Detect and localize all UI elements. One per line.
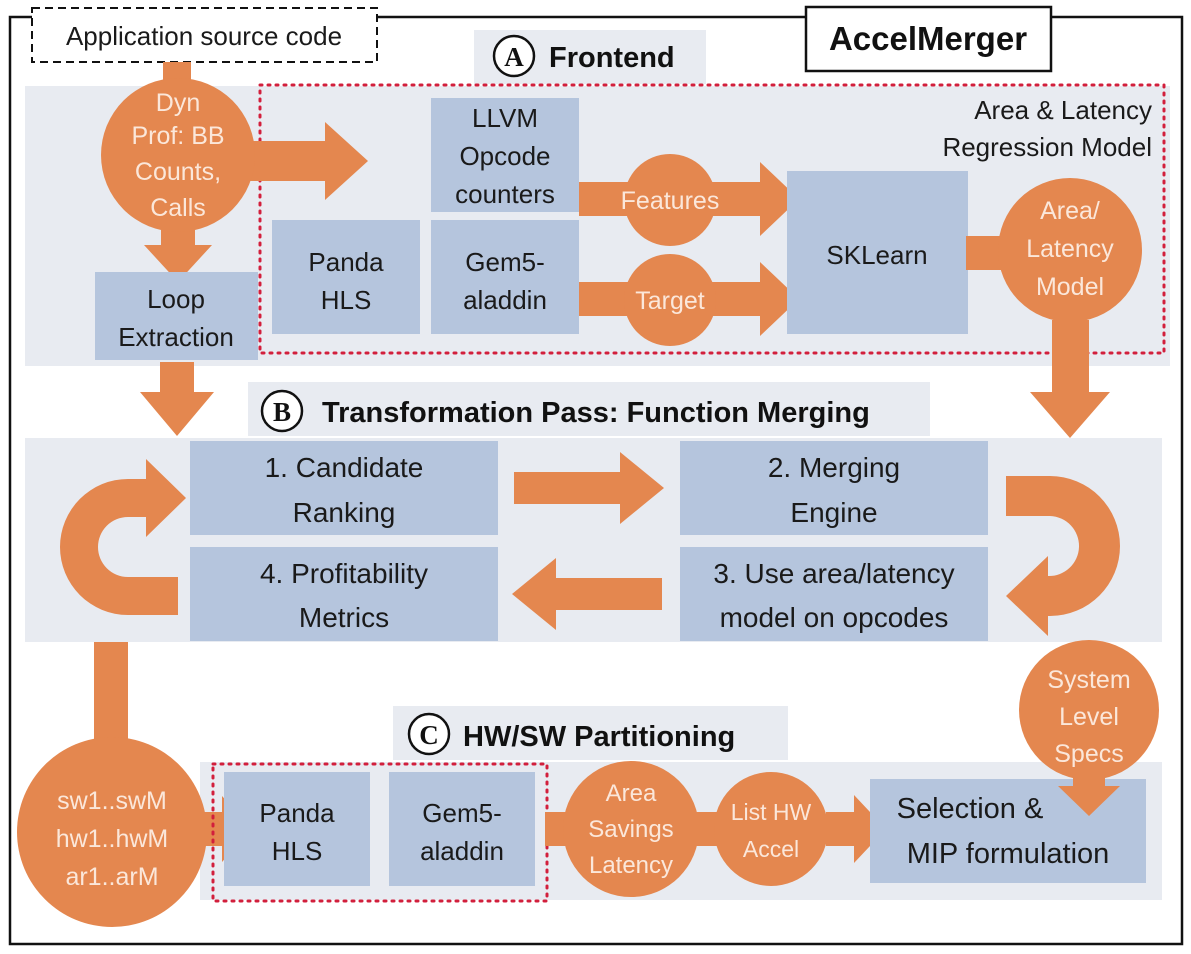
loop-extraction-line2: Extraction [118,322,234,352]
variants-line1: sw1..swM [57,787,167,815]
arrow-step3-to-step4 [512,558,662,630]
sklearn-label: SKLearn [826,240,927,270]
arrow-step1-to-step2 [514,452,664,524]
step2-line1: 2. Merging [768,452,900,483]
step2-line2: Engine [790,497,877,528]
sklearn-box: SKLearn [787,171,968,334]
dyn-prof-line1: Dyn [156,89,200,117]
accelmerger-title: AccelMerger [829,20,1027,57]
arrow-model-to-transform [1030,320,1110,438]
arrow-loop-to-transform [140,362,214,436]
target-label: Target [635,287,705,315]
area-savings-node: Area Savings Latency [563,761,699,897]
panda-hls-box-frontend: Panda HLS [272,220,420,334]
gem5-line1-partition: Gem5- [422,798,501,828]
target-node [624,254,716,346]
dyn-prof-node: Dyn Prof: BB Counts, Calls [101,78,255,232]
step1-box: 1. Candidate Ranking [190,441,498,535]
system-specs-node: System Level Specs [1019,640,1159,780]
step3-box: 3. Use area/latency model on opcodes [680,547,988,641]
source-code-label: Application source code [66,21,342,51]
llvm-line2: Opcode [459,141,550,171]
panda-hls-box-partition: Panda HLS [224,772,370,886]
letter-a: A [504,42,524,72]
frontend-title: Frontend [549,42,675,74]
step3-line2: model on opcodes [720,602,949,633]
dyn-prof-line4: Calls [150,194,206,222]
variants-node: sw1..swM hw1..hwM ar1..arM [17,737,207,927]
uturn-right-arrow [1006,476,1120,636]
loop-extraction-line1: Loop [147,284,205,314]
llvm-line1: LLVM [472,103,538,133]
system-specs-line2: Level [1059,703,1119,731]
features-node [624,154,716,246]
loop-extraction-box: Loop Extraction [95,272,258,360]
dyn-prof-line3: Counts, [135,158,221,186]
area-latency-model-node: Area/ Latency Model [998,178,1142,322]
transform-header-bg [248,382,930,436]
variants-line2: hw1..hwM [56,825,169,853]
letter-b: B [273,397,291,427]
source-code-box: Application source code [31,7,378,63]
area-savings-line1: Area [606,780,657,807]
selection-line1: Selection & [897,793,1044,825]
step1-line1: 1. Candidate [265,452,424,483]
panda-line2-partition: HLS [272,836,323,866]
model-line3: Model [1036,273,1104,301]
llvm-opcode-box: LLVM Opcode counters [431,98,579,212]
llvm-line3: counters [455,179,555,209]
step2-box: 2. Merging Engine [680,441,988,535]
list-hw-line1: List HW [731,799,812,825]
features-label: Features [621,187,720,215]
area-savings-line3: Latency [589,852,673,879]
partition-header-bg [393,706,788,760]
letter-c: C [419,720,439,750]
regression-model-region [258,83,1166,355]
model-line2: Latency [1026,235,1114,263]
gem5-line2-frontend: aladdin [463,285,547,315]
uturn-left-arrow [60,459,186,615]
partition-title: HW/SW Partitioning [463,721,735,753]
panda-line1-frontend: Panda [308,247,384,277]
step1-line2: Ranking [293,497,396,528]
letter-c-badge [407,712,451,756]
step4-box: 4. Profitability Metrics [190,547,498,641]
regression-label-line2: Regression Model [942,132,1152,162]
regression-label-line1: Area & Latency [974,95,1152,125]
accelmerger-title-box: AccelMerger [804,5,1053,73]
arrow-list-to-selection [826,795,886,863]
selection-mip-box: Selection & MIP formulation [870,779,1146,883]
dyn-prof-line2: Prof: BB [131,122,224,150]
gem5-line1-frontend: Gem5- [465,247,544,277]
list-hw-accel-node: List HW Accel [714,772,828,886]
partition-heading: C HW/SW Partitioning [407,712,735,756]
model-line1: Area/ [1040,197,1100,225]
list-hw-line2: Accel [743,836,799,862]
area-savings-line2: Savings [588,816,673,843]
arrow-specs-to-selection [1058,770,1120,816]
transform-title: Transformation Pass: Function Merging [322,397,870,429]
arrow-prof-to-loop [144,218,212,282]
gem5-aladdin-box-partition: Gem5- aladdin [389,772,535,886]
gem5-line2-partition: aladdin [420,836,504,866]
panda-line2-frontend: HLS [321,285,372,315]
step3-line1: 3. Use area/latency [713,558,954,589]
step4-line2: Metrics [299,602,389,633]
selection-line2: MIP formulation [907,838,1110,870]
frontend-heading: A Frontend [492,34,675,78]
system-specs-line1: System [1047,666,1130,694]
gem5-aladdin-box-frontend: Gem5- aladdin [431,220,579,334]
panda-line1-partition: Panda [259,798,335,828]
system-specs-line3: Specs [1054,740,1123,768]
letter-a-badge [492,34,536,78]
letter-b-badge [260,389,304,433]
step4-line1: 4. Profitability [260,558,428,589]
transform-heading: B Transformation Pass: Function Merging [260,389,870,433]
variants-line3: ar1..arM [65,863,158,891]
arrow-prof-to-regression [248,122,368,200]
